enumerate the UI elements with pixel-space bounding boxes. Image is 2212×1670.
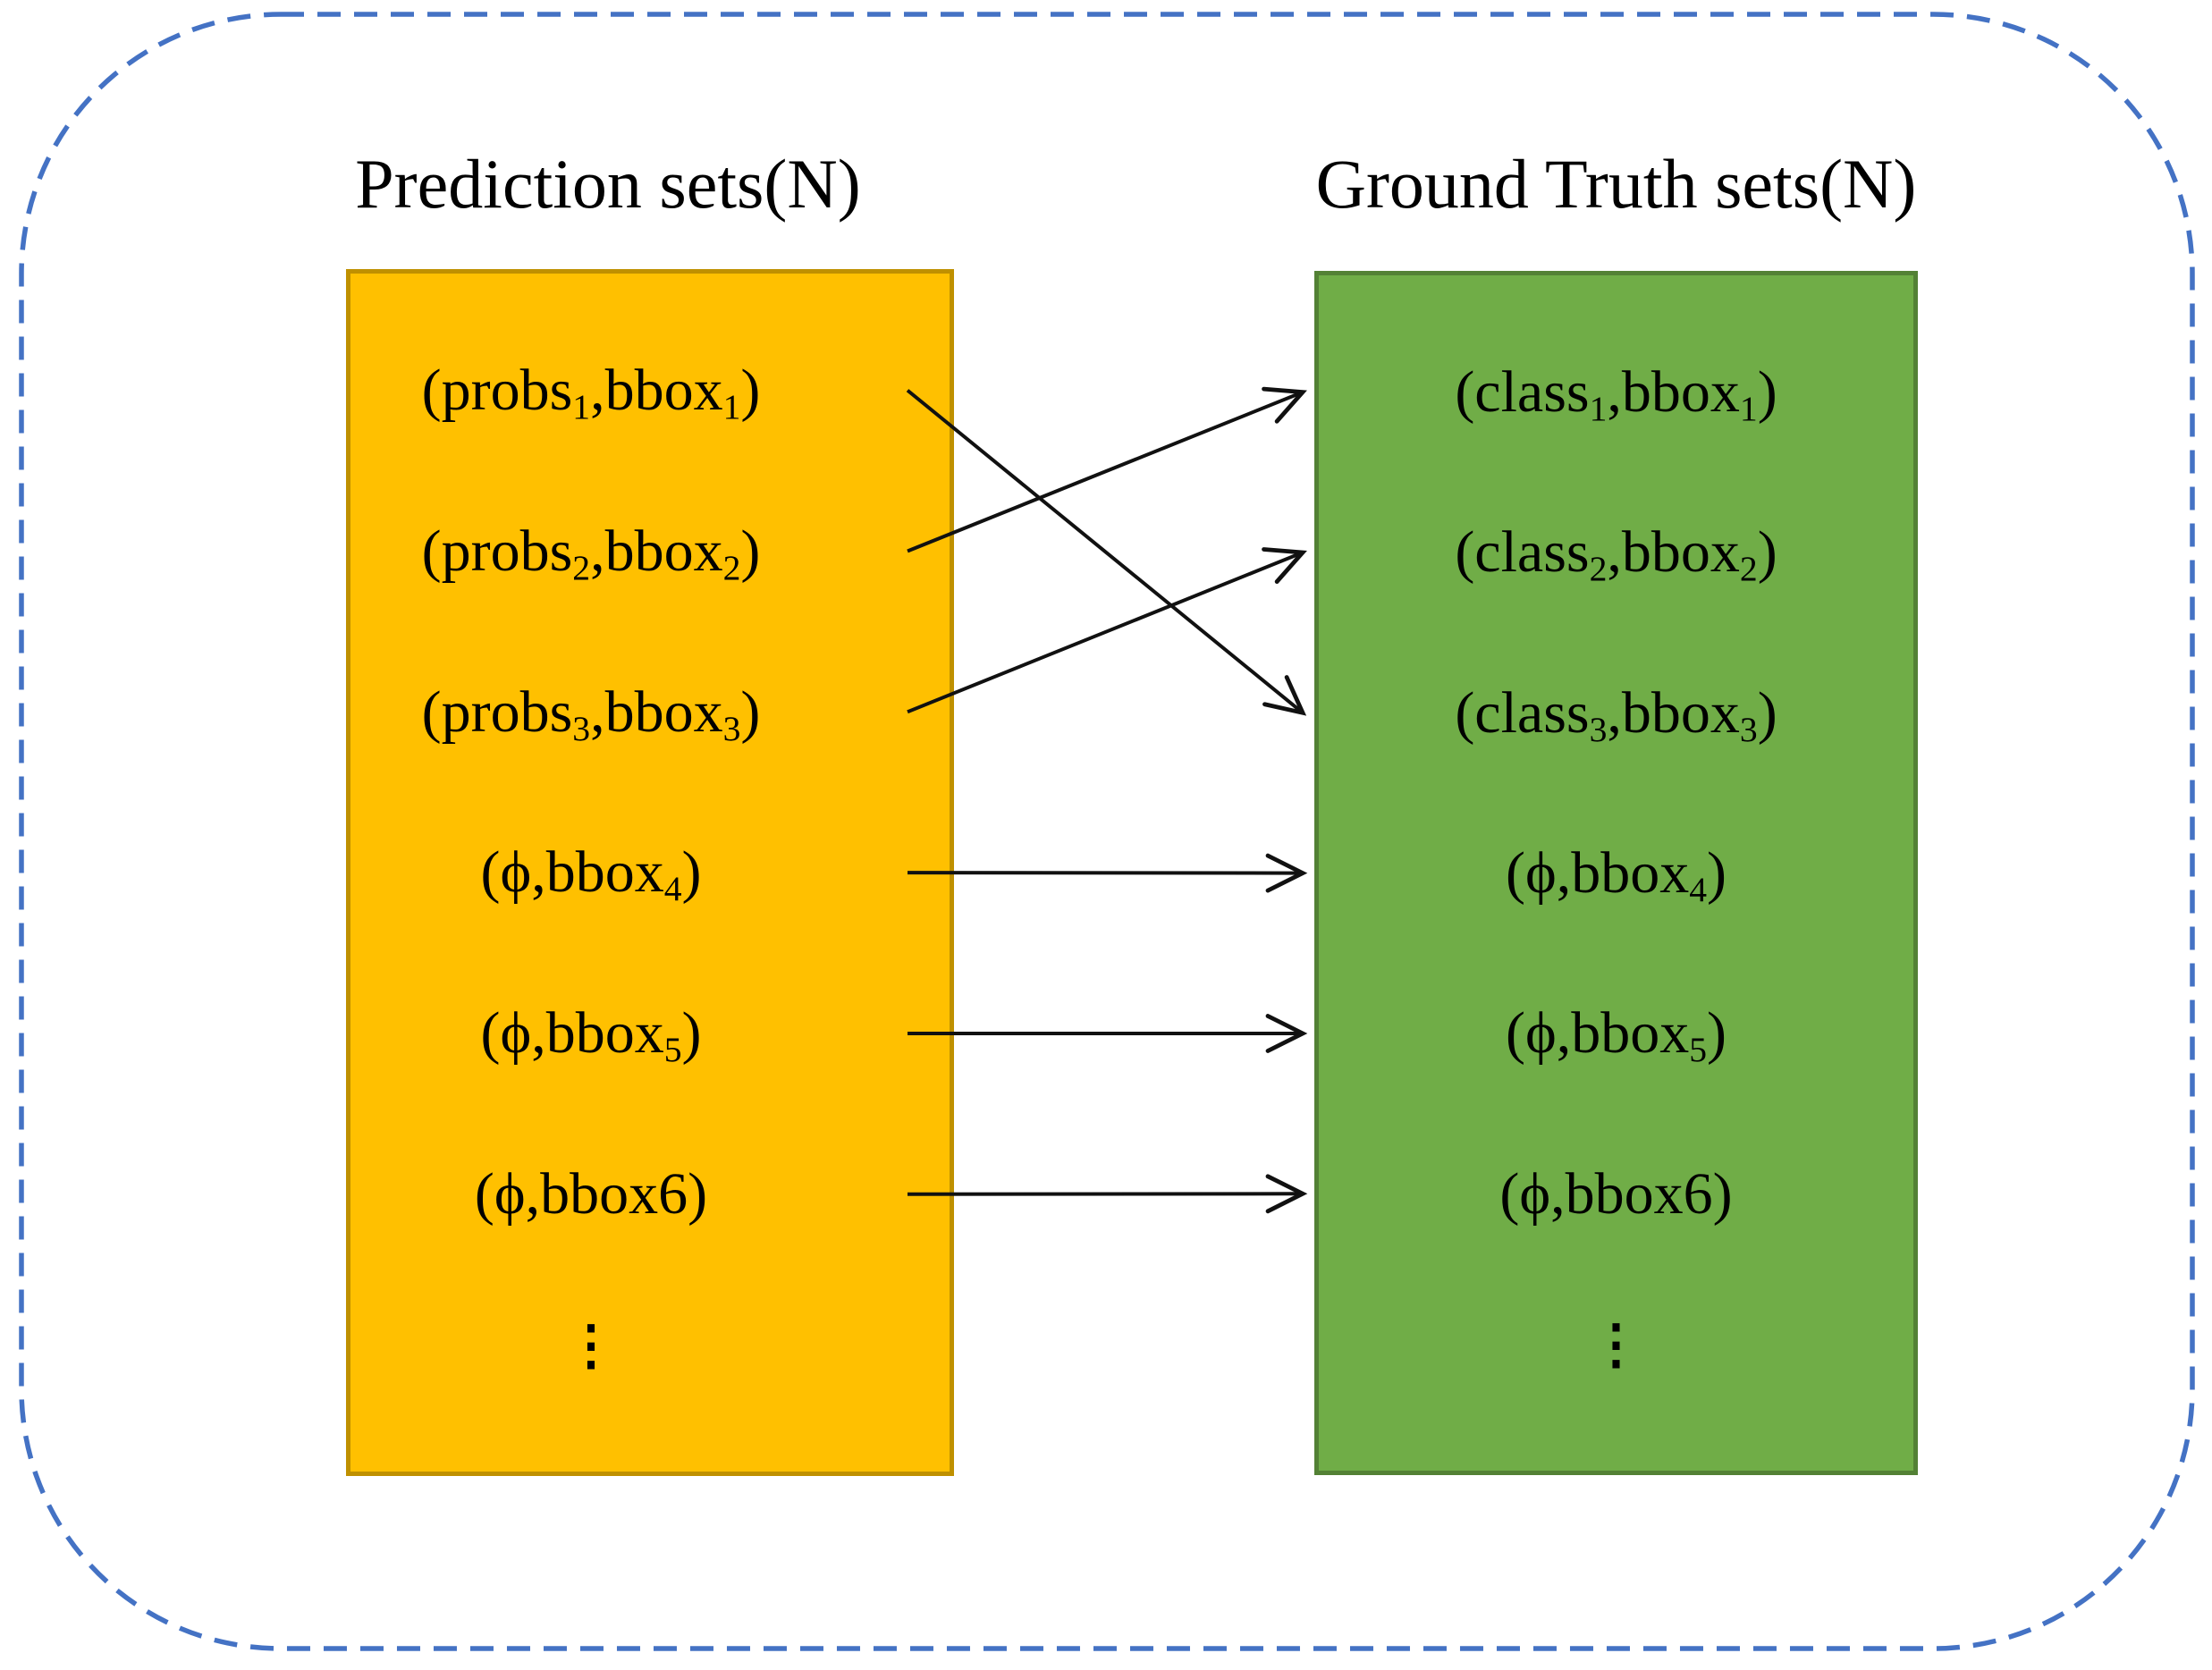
row-text: (probs bbox=[421, 518, 573, 584]
prediction-row: (probs3,bbox3) bbox=[350, 679, 950, 746]
row-text: ,bbox bbox=[1607, 359, 1740, 425]
row-text: (ϕ,bbox bbox=[1506, 839, 1690, 906]
row-text: ,bbox bbox=[590, 679, 723, 745]
row-text: ,bbox bbox=[590, 358, 723, 423]
row-text: (ϕ,bbox bbox=[480, 839, 664, 906]
row-subscript: 4 bbox=[1689, 869, 1708, 909]
row-text: ) bbox=[1757, 679, 1777, 746]
row-subscript: 5 bbox=[663, 1030, 682, 1070]
assignment-arrow bbox=[907, 1174, 1308, 1214]
prediction-row: (ϕ,bbox5) bbox=[350, 1000, 950, 1067]
row-subscript: 2 bbox=[722, 547, 741, 587]
row-text: ,bbox bbox=[590, 518, 723, 584]
prediction-ellipsis-row: ⋮ bbox=[350, 1319, 950, 1372]
row-text: (probs bbox=[421, 679, 573, 745]
row-text: ) bbox=[740, 358, 761, 423]
assignment-arrow bbox=[907, 386, 1307, 553]
assignment-arrow bbox=[906, 389, 1307, 716]
row-subscript: 3 bbox=[572, 708, 591, 748]
row-text: ) bbox=[740, 518, 761, 584]
ground-truth-row: (ϕ,bbox6) bbox=[1319, 1162, 1913, 1226]
row-text: (ϕ,bbox6) bbox=[1499, 1160, 1733, 1227]
row-text: ) bbox=[681, 1000, 702, 1067]
row-subscript: 1 bbox=[572, 386, 591, 426]
ground-truth-row: (class1,bbox1) bbox=[1319, 359, 1913, 426]
row-subscript: 1 bbox=[1739, 388, 1758, 428]
ground-truth-sets-title: Ground Truth sets(N) bbox=[1315, 145, 1917, 223]
prediction-row: (probs1,bbox1) bbox=[350, 358, 950, 425]
row-text: (probs bbox=[421, 358, 573, 423]
row-text: (ϕ,bbox bbox=[480, 1000, 664, 1067]
prediction-row: (ϕ,bbox4) bbox=[350, 839, 950, 907]
row-text: (class bbox=[1455, 359, 1590, 425]
prediction-box: (probs1,bbox1)(probs2,bbox2)(probs3,bbox… bbox=[346, 269, 954, 1476]
row-text: ) bbox=[1707, 839, 1727, 906]
row-text: ) bbox=[1707, 1000, 1727, 1067]
row-text: (ϕ,bbox bbox=[1506, 1000, 1690, 1067]
row-subscript: 5 bbox=[1689, 1030, 1708, 1070]
row-subscript: 3 bbox=[1589, 709, 1608, 749]
assignment-arrow bbox=[907, 547, 1307, 714]
prediction-sets-title: Prediction sets(N) bbox=[355, 145, 861, 223]
row-subscript: 3 bbox=[722, 708, 741, 748]
ground-truth-row: (class2,bbox2) bbox=[1319, 519, 1913, 586]
row-text: (class bbox=[1455, 519, 1590, 586]
row-text: ,bbox bbox=[1607, 519, 1740, 586]
row-text: (ϕ,bbox6) bbox=[474, 1161, 708, 1227]
row-subscript: 1 bbox=[1589, 388, 1608, 428]
row-text: ) bbox=[1757, 519, 1777, 586]
row-subscript: 2 bbox=[572, 547, 591, 587]
row-subscript: 4 bbox=[663, 869, 682, 909]
row-text: ) bbox=[740, 679, 761, 745]
ground-truth-box: (class1,bbox1)(class2,bbox2)(class3,bbox… bbox=[1314, 271, 1918, 1475]
row-text: ,bbox bbox=[1607, 679, 1740, 746]
row-text: ⋮ bbox=[1589, 1314, 1643, 1374]
ground-truth-ellipsis-row: ⋮ bbox=[1319, 1318, 1913, 1371]
row-text: (class bbox=[1455, 679, 1590, 746]
row-subscript: 1 bbox=[722, 386, 741, 426]
row-text: ⋮ bbox=[564, 1315, 618, 1375]
ground-truth-row: (ϕ,bbox5) bbox=[1319, 1000, 1913, 1067]
row-text: ) bbox=[681, 839, 702, 906]
row-text: ) bbox=[1757, 359, 1777, 425]
row-subscript: 2 bbox=[1589, 549, 1608, 589]
row-subscript: 2 bbox=[1739, 549, 1758, 589]
prediction-row: (probs2,bbox2) bbox=[350, 518, 950, 586]
ground-truth-row: (ϕ,bbox4) bbox=[1319, 839, 1913, 907]
ground-truth-row: (class3,bbox3) bbox=[1319, 679, 1913, 747]
row-subscript: 3 bbox=[1739, 709, 1758, 749]
prediction-row: (ϕ,bbox6) bbox=[350, 1162, 950, 1226]
